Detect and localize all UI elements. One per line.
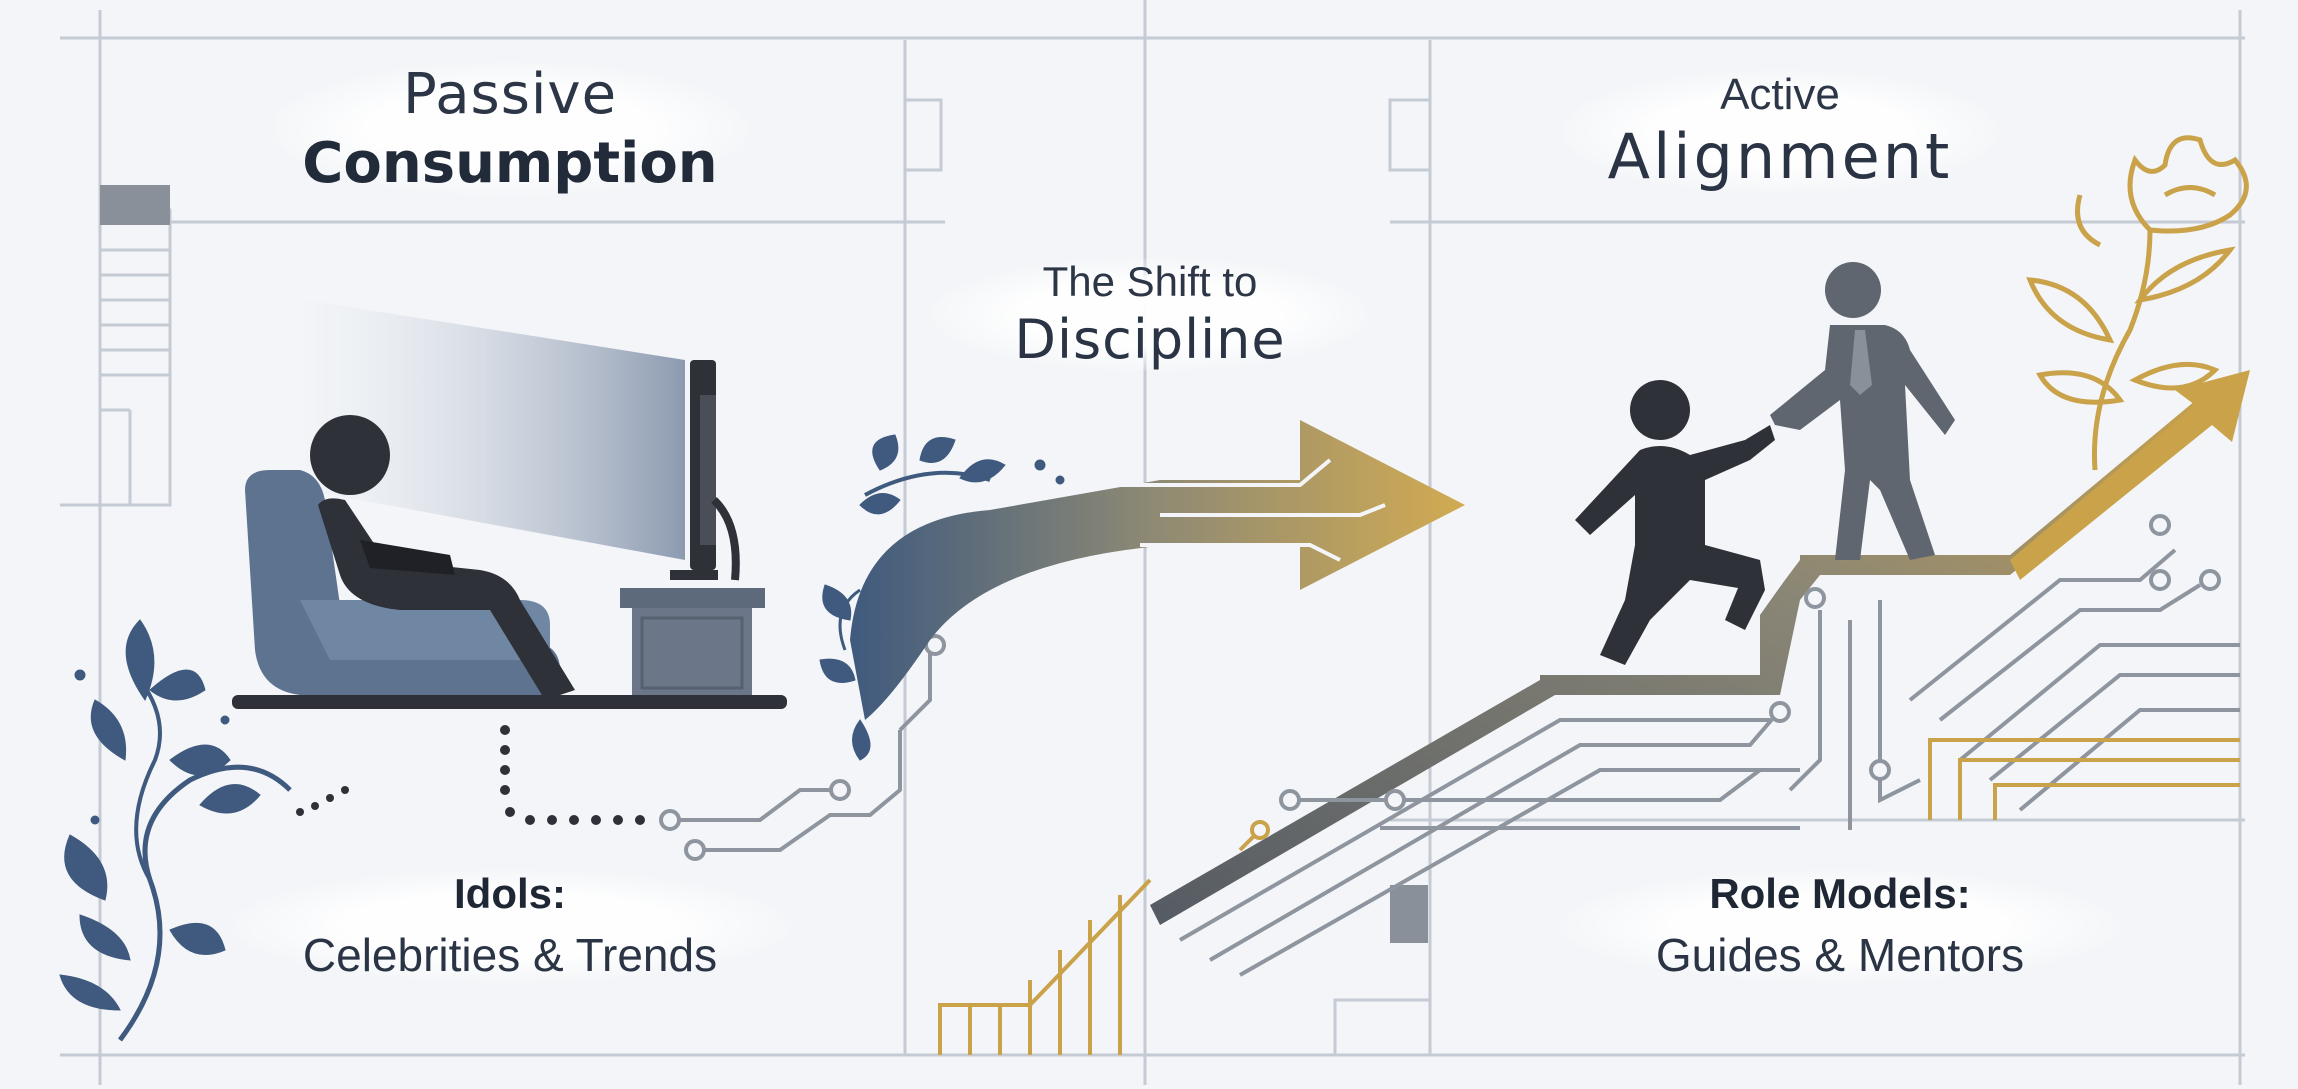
gold-flower-icon xyxy=(2026,135,2249,471)
active-heading-line1: Active xyxy=(1720,70,1840,119)
armchair-icon xyxy=(245,470,560,695)
stair-circuit-icon xyxy=(938,380,2240,1055)
role-models-caption-title: Role Models: xyxy=(1709,870,1971,917)
grid-accent-block-right xyxy=(1390,885,1428,943)
tv-stand-icon xyxy=(620,588,765,698)
active-heading-line2: Alignment xyxy=(1607,120,1953,193)
dotted-connector xyxy=(296,725,645,825)
seated-person-icon xyxy=(310,415,575,700)
role-models-caption-subtitle: Guides & Mentors xyxy=(1655,929,2025,981)
circuit-traces-left xyxy=(659,634,946,861)
passive-consumption-heading: Passive Consumption xyxy=(270,62,750,196)
shift-heading-line2: Discipline xyxy=(1014,308,1286,371)
floor-line xyxy=(232,695,787,709)
idols-caption: Idols: Celebrities & Trends xyxy=(230,870,790,982)
passive-heading-line1: Passive xyxy=(402,62,618,127)
passive-heading-line2: Consumption xyxy=(302,131,718,196)
role-models-caption: Role Models: Guides & Mentors xyxy=(1560,870,2120,982)
mentor-figure-icon xyxy=(1770,262,1955,560)
gradient-arrow-icon xyxy=(850,420,1465,720)
climbing-person-icon xyxy=(1575,380,1775,665)
shift-heading-line1: The Shift to xyxy=(1042,258,1258,305)
idols-caption-title: Idols: xyxy=(454,870,566,917)
computer-monitor-icon xyxy=(670,360,740,581)
screen-light-beam xyxy=(305,300,685,560)
active-alignment-heading: Active Alignment xyxy=(1560,70,2000,193)
arrow-circuit-marks xyxy=(1120,458,1386,562)
grid-accent-block xyxy=(100,185,170,225)
idols-caption-subtitle: Celebrities & Trends xyxy=(302,929,718,981)
shift-to-discipline-heading: The Shift to Discipline xyxy=(930,258,1370,371)
gold-rising-arrow xyxy=(2010,370,2250,580)
leafy-vine-icon xyxy=(59,619,292,1042)
